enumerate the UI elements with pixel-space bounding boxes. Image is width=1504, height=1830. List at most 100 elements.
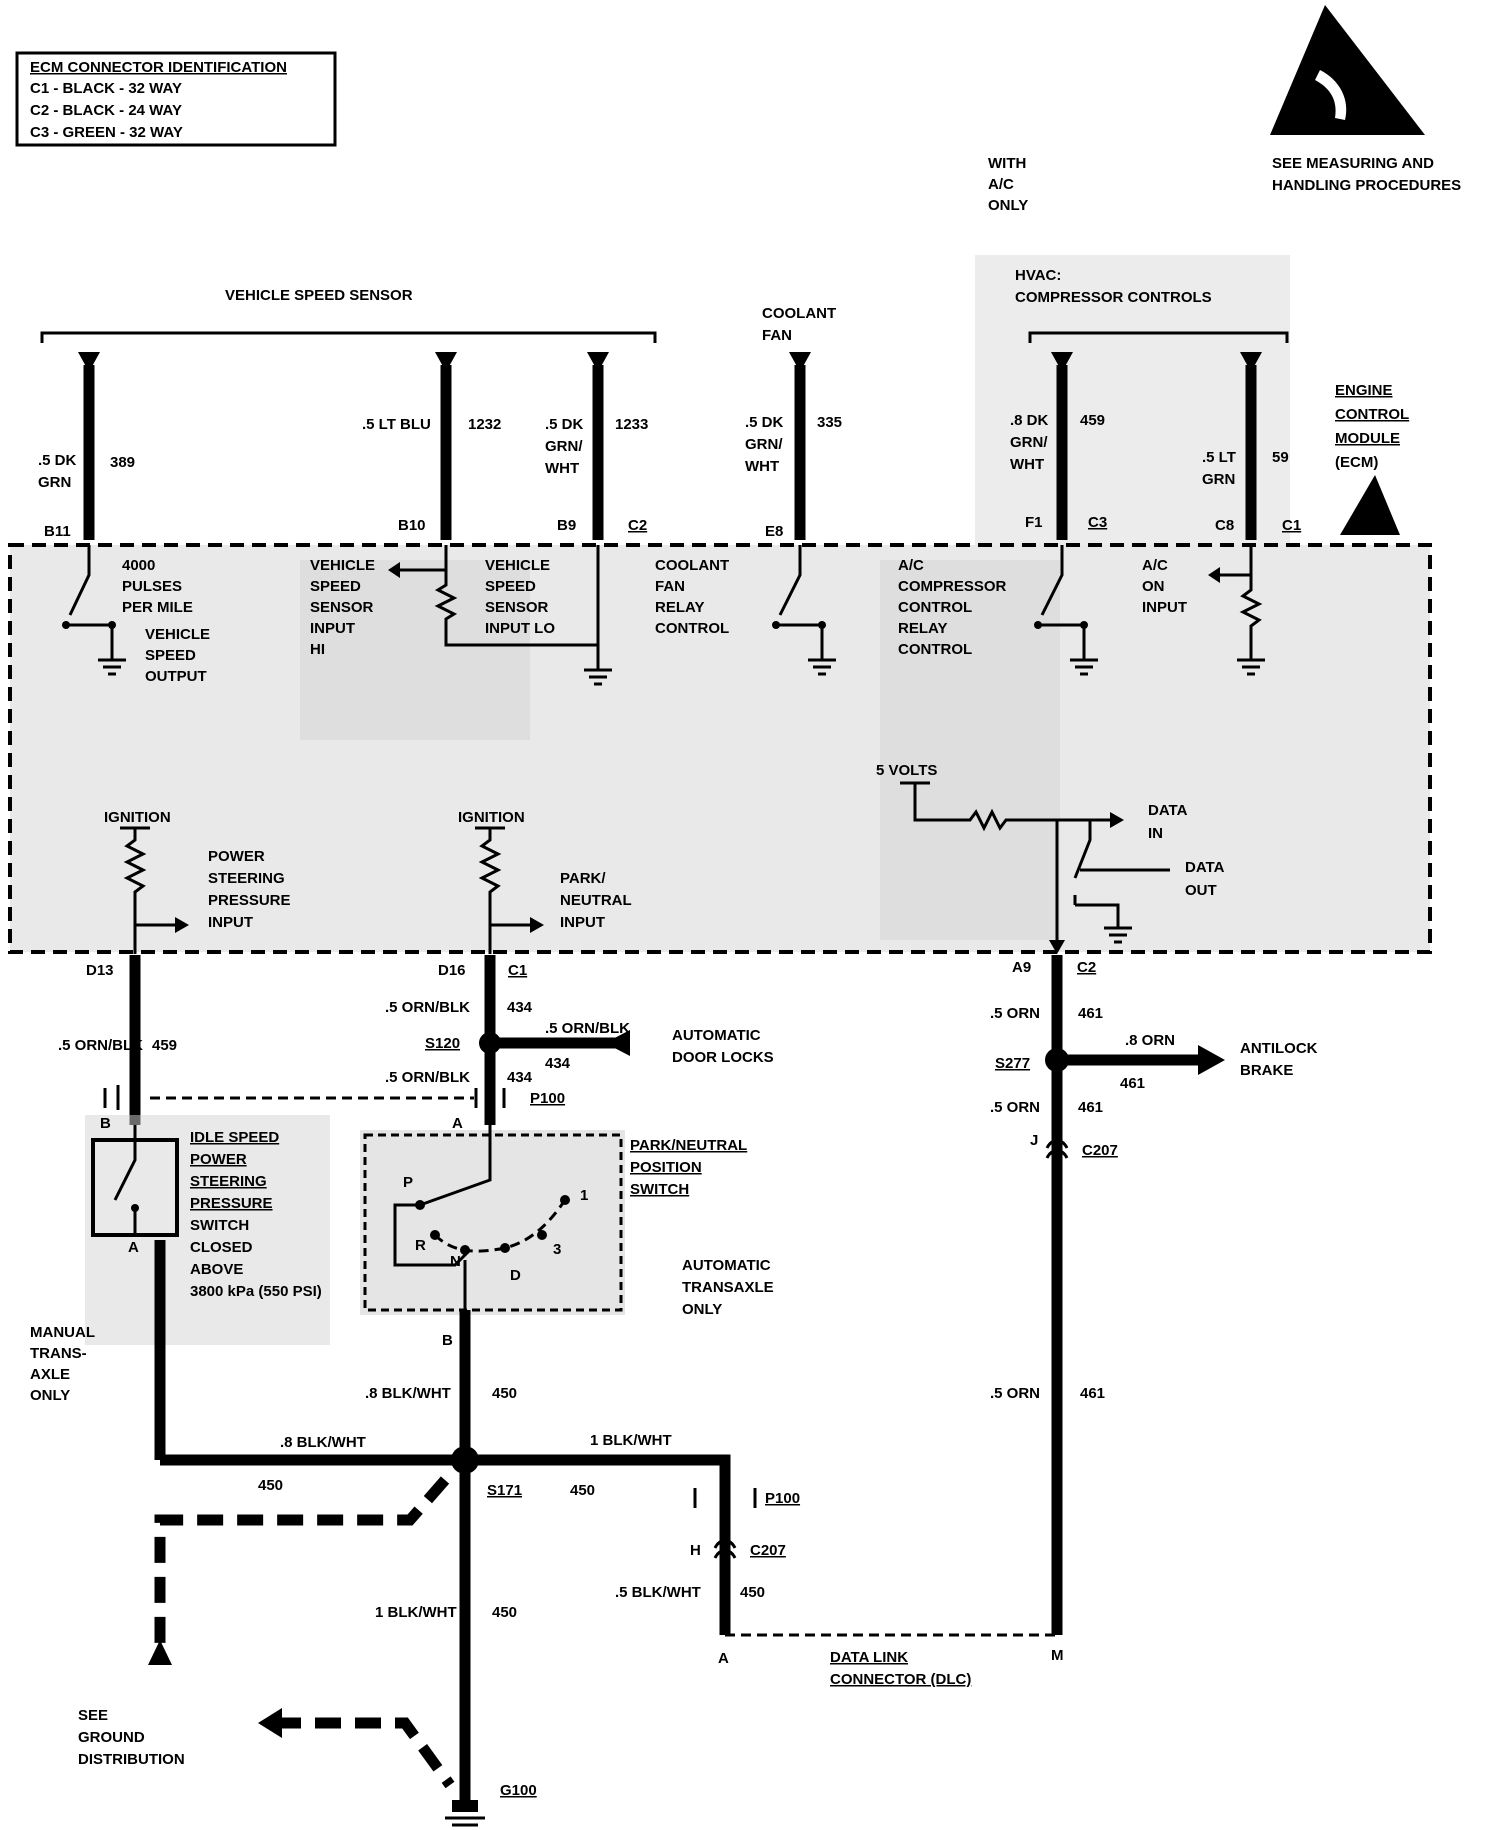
svg-text:COMPRESSOR: COMPRESSOR <box>898 578 1007 595</box>
vss-group-label: VEHICLE SPEED SENSOR <box>225 287 413 304</box>
svg-text:INPUT: INPUT <box>310 620 355 637</box>
svg-text:HVAC:: HVAC: <box>1015 267 1061 284</box>
group-hvac: HVAC: COMPRESSOR CONTROLS <box>975 255 1290 555</box>
svg-text:SENSOR: SENSOR <box>310 599 374 616</box>
svg-text:S171: S171 <box>487 1482 522 1499</box>
bottom-labels: D13 D16 C1 A9 C2 .5 ORN/BLK 459 .5 ORN/B… <box>30 959 1318 1799</box>
svg-text:D16: D16 <box>438 962 466 979</box>
svg-text:.5 DK: .5 DK <box>745 414 784 431</box>
svg-text:CLOSED: CLOSED <box>190 1239 253 1256</box>
svg-text:DOOR LOCKS: DOOR LOCKS <box>672 1049 774 1066</box>
svg-text:POWER: POWER <box>190 1151 247 1168</box>
svg-text:P: P <box>403 1174 413 1191</box>
svg-text:450: 450 <box>740 1584 765 1601</box>
svg-text:PARK/: PARK/ <box>560 870 606 887</box>
svg-text:B9: B9 <box>557 517 576 534</box>
svg-text:GRN/: GRN/ <box>1010 434 1048 451</box>
svg-text:PER MILE: PER MILE <box>122 599 193 616</box>
svg-text:DATA: DATA <box>1148 802 1188 819</box>
svg-text:GROUND: GROUND <box>78 1729 145 1746</box>
svg-text:SPEED: SPEED <box>485 578 536 595</box>
svg-text:C2: C2 <box>1077 959 1096 976</box>
svg-text:434: 434 <box>507 1069 533 1086</box>
svg-text:COOLANT: COOLANT <box>655 557 729 574</box>
svg-text:GRN: GRN <box>1202 471 1235 488</box>
svg-text:SENSOR: SENSOR <box>485 599 549 616</box>
svg-text:B: B <box>442 1332 453 1349</box>
svg-text:CONTROL: CONTROL <box>1335 406 1409 423</box>
svg-text:A/C: A/C <box>988 176 1014 193</box>
esd-warning: SEE MEASURING AND HANDLING PROCEDURES <box>1270 5 1461 194</box>
svg-text:.5 LT: .5 LT <box>1202 449 1236 466</box>
svg-text:461: 461 <box>1120 1075 1145 1092</box>
svg-text:DATA LINK: DATA LINK <box>830 1649 908 1666</box>
svg-text:P100: P100 <box>530 1090 565 1107</box>
svg-text:H: H <box>690 1542 701 1559</box>
svg-text:IGNITION: IGNITION <box>104 809 171 826</box>
svg-text:G100: G100 <box>500 1782 537 1799</box>
svg-text:459: 459 <box>152 1037 177 1054</box>
svg-text:MANUAL: MANUAL <box>30 1324 95 1341</box>
svg-text:VEHICLE: VEHICLE <box>310 557 375 574</box>
svg-text:WHT: WHT <box>1010 456 1044 473</box>
connector-table-row: C2 - BLACK - 24 WAY <box>30 102 182 119</box>
svg-text:STEERING: STEERING <box>190 1173 267 1190</box>
svg-text:INPUT: INPUT <box>208 914 253 931</box>
svg-text:RELAY: RELAY <box>655 599 704 616</box>
svg-text:VEHICLE: VEHICLE <box>485 557 550 574</box>
svg-text:STEERING: STEERING <box>208 870 285 887</box>
svg-text:PARK/NEUTRAL: PARK/NEUTRAL <box>630 1137 747 1154</box>
svg-text:.5 ORN: .5 ORN <box>990 1005 1040 1022</box>
svg-text:.5 ORN/BLK: .5 ORN/BLK <box>385 1069 470 1086</box>
svg-text:SPEED: SPEED <box>145 647 196 664</box>
wire-label-59: .5 LT GRN 59 C8 C1 <box>1202 449 1301 534</box>
svg-text:INPUT: INPUT <box>560 914 605 931</box>
svg-text:P100: P100 <box>765 1490 800 1507</box>
svg-text:COMPRESSOR CONTROLS: COMPRESSOR CONTROLS <box>1015 289 1212 306</box>
svg-text:PRESSURE: PRESSURE <box>190 1195 273 1212</box>
bottom-wires <box>85 955 1225 1827</box>
svg-text:389: 389 <box>110 454 135 471</box>
svg-text:B: B <box>100 1115 111 1132</box>
svg-text:MODULE: MODULE <box>1335 430 1400 447</box>
wire-label-389: .5 DK GRN 389 B11 <box>38 452 135 540</box>
svg-text:ON: ON <box>1142 578 1165 595</box>
svg-text:POSITION: POSITION <box>630 1159 702 1176</box>
svg-text:WHT: WHT <box>545 460 579 477</box>
svg-text:DISTRIBUTION: DISTRIBUTION <box>78 1751 185 1768</box>
svg-text:INPUT: INPUT <box>1142 599 1187 616</box>
svg-text:D13: D13 <box>86 962 114 979</box>
svg-text:ABOVE: ABOVE <box>190 1261 243 1278</box>
svg-text:SWITCH: SWITCH <box>630 1181 689 1198</box>
svg-text:SEE: SEE <box>78 1707 108 1724</box>
svg-text:AUTOMATIC: AUTOMATIC <box>672 1027 761 1044</box>
svg-text:PRESSURE: PRESSURE <box>208 892 291 909</box>
svg-text:1: 1 <box>580 1187 588 1204</box>
svg-text:450: 450 <box>492 1385 517 1402</box>
svg-text:PULSES: PULSES <box>122 578 182 595</box>
svg-text:CONNECTOR (DLC): CONNECTOR (DLC) <box>830 1671 971 1688</box>
svg-text:AUTOMATIC: AUTOMATIC <box>682 1257 771 1274</box>
svg-text:.5 ORN/BLK: .5 ORN/BLK <box>58 1037 143 1054</box>
svg-text:VEHICLE: VEHICLE <box>145 626 210 643</box>
svg-text:COOLANT: COOLANT <box>762 305 836 322</box>
ecm-box <box>8 543 1432 954</box>
svg-text:INPUT LO: INPUT LO <box>485 620 555 637</box>
connector-table-row: C3 - GREEN - 32 WAY <box>30 124 183 141</box>
svg-text:1233: 1233 <box>615 416 648 433</box>
svg-text:OUT: OUT <box>1185 882 1217 899</box>
wire-label-1232: .5 LT BLU 1232 B10 <box>362 416 501 534</box>
svg-text:ANTILOCK: ANTILOCK <box>1240 1040 1318 1057</box>
svg-text:C8: C8 <box>1215 517 1234 534</box>
svg-text:E8: E8 <box>765 523 783 540</box>
group-vss: VEHICLE SPEED SENSOR <box>40 287 657 343</box>
svg-text:WHT: WHT <box>745 458 779 475</box>
svg-text:3: 3 <box>553 1241 561 1258</box>
svg-text:1232: 1232 <box>468 416 501 433</box>
connector-id-table: ECM CONNECTOR IDENTIFICATION C1 - BLACK … <box>15 51 337 147</box>
svg-text:.5 ORN: .5 ORN <box>990 1099 1040 1116</box>
svg-text:C1: C1 <box>508 962 527 979</box>
svg-text:.8 DK: .8 DK <box>1010 412 1049 429</box>
svg-text:CONTROL: CONTROL <box>898 599 972 616</box>
wire-label-335: .5 DK GRN/ WHT 335 E8 <box>745 414 842 540</box>
